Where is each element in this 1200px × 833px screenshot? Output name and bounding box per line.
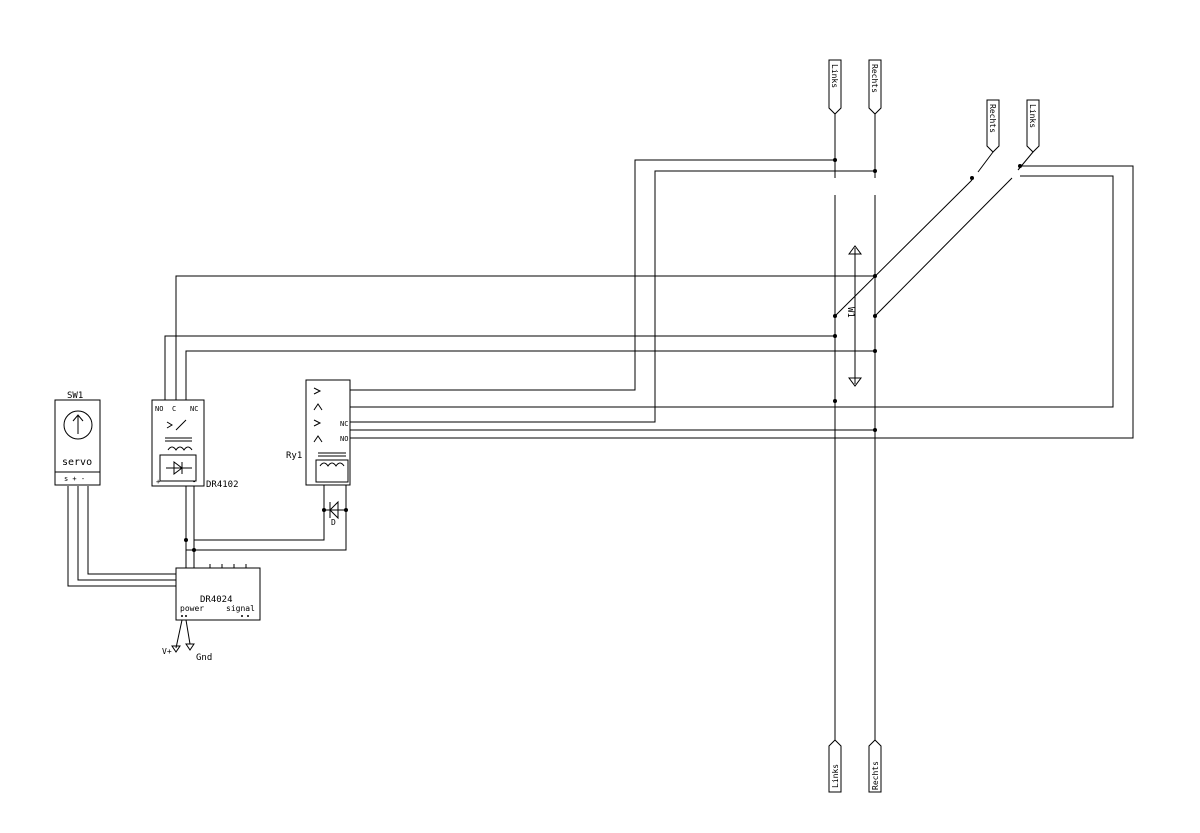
rail-diag-rechts-label: Rechts [988,104,997,133]
rail-top-links-label: Links [830,64,839,88]
rail-bottom-links-label: Links [831,764,840,788]
rail-flag-bottom-links: Links [828,739,842,793]
dr4102-label: DR4102 [206,480,239,490]
sw1-pin-labels: s + - [64,475,85,483]
dr4024-power-label: power [180,604,204,613]
dr4102-pin-no: NO [155,405,163,413]
sw1-label: SW1 [67,391,83,401]
ry1-pin-nc: NC [340,420,348,428]
dr4102-pin-c: C [172,405,176,413]
dr4024-module: DR4024 power signal [175,564,261,621]
dr4024-signal-label: signal [226,604,255,613]
rail-flag-bottom-rechts: Rechts [868,739,882,793]
rail-flag-diag-links: Links [1026,99,1040,153]
ry1-label: Ry1 [286,451,302,461]
wires [67,159,1134,587]
dr4102-minus: - [192,478,196,486]
rail-diag-links-label: Links [1028,104,1037,128]
rail-flag-diag-rechts: Rechts [986,99,1000,153]
dr4024-label: DR4024 [200,595,233,605]
sw1-body-label: servo [62,457,92,468]
diode-label: D [331,518,336,527]
junction-dots [184,158,1022,552]
ry1-relay: NC NO Ry1 [286,379,351,486]
main-rails [834,112,876,742]
diagonal-rails [834,151,1034,317]
vplus-label: V+ [162,647,172,656]
gnd-label: Gnd [196,653,212,663]
dr4102-plus: + [156,478,160,486]
rail-top-rechts-label: Rechts [870,64,879,93]
dr4102-pin-nc: NC [190,405,198,413]
sw1-servo: SW1 servo s + - [54,391,101,486]
rail-bottom-rechts-label: Rechts [871,761,880,790]
rail-flag-top-links: Links [828,59,842,115]
w1-direction-arrow: W1 [845,245,862,387]
dr4102-module: NO C NC + - DR4102 [151,399,239,490]
rail-flag-top-rechts: Rechts [868,59,882,115]
ry1-pin-no: NO [340,435,348,443]
w1-label: W1 [845,307,855,318]
diode-d: D [324,500,346,527]
power-terminals: V+ Gnd [162,619,212,663]
